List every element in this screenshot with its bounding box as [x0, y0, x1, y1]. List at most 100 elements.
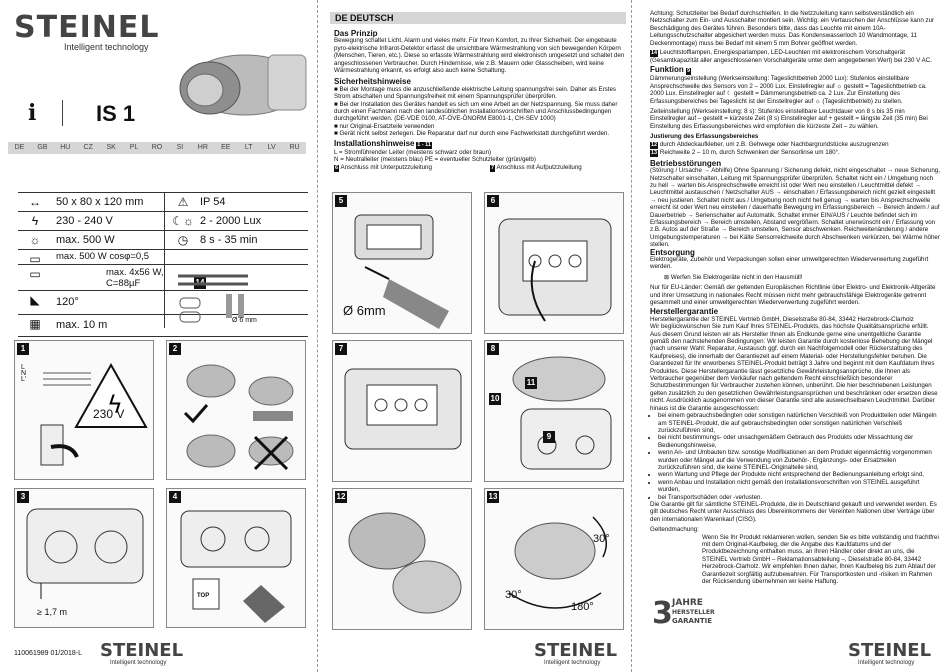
troubleshooting-text: (Störung / Ursache → Abhilfe) Ohne Spann…	[650, 167, 940, 249]
lamp-icon: ☼	[29, 233, 41, 247]
load-icon: ▭	[29, 252, 41, 266]
list-item: wenn An- und Umbauten bzw. sonstige Modi…	[658, 449, 940, 471]
spec-row: ◣ 120°	[18, 291, 308, 315]
warranty-address: Herstellergarantie der STEINEL Vertrieb …	[650, 315, 914, 323]
section-heading: Betriebsstörungen	[650, 158, 722, 168]
lang-gb[interactable]: GB	[37, 144, 48, 151]
angle-icon: ◣	[30, 293, 40, 307]
step-number: 1	[17, 343, 29, 355]
angle-label: 30°	[593, 533, 610, 545]
list-item: wenn Wartung und Pflege der Produkte nic…	[658, 471, 940, 478]
twilight-icon: ☾☼	[172, 214, 194, 228]
step-panel: 13 30° 30° 180°	[484, 488, 624, 630]
spec-value: 2 - 2000 Lux	[200, 215, 262, 227]
footer-logo: STEINEL	[848, 640, 932, 661]
mounting-hardware-image	[178, 274, 248, 323]
spec-value: max. 4x56 W, C=88µF	[106, 267, 164, 289]
surface-wiring-diagram	[344, 368, 462, 450]
lang-hu[interactable]: HU	[60, 144, 71, 151]
footer-logo: STEINEL	[100, 640, 184, 661]
section-heading: Das Prinzip	[334, 29, 378, 38]
spec-row: ↔50 x 80 x 120 mm ⚠IP 54	[18, 193, 308, 212]
lang-ro[interactable]: RO	[151, 144, 163, 151]
cover-column: STEINEL Intelligent technology i IS 1 DE…	[0, 0, 316, 672]
timer-icon: ◷	[177, 233, 189, 247]
wire-label: L'	[21, 376, 27, 383]
safety-item: ■ Bei der Montage muss die anzuschließen…	[334, 85, 616, 101]
connection-options: 6 Anschluss mit Unterputzzuleitung 7 Ans…	[334, 163, 582, 172]
step-number: 12	[335, 491, 347, 503]
spec-row: ☼max. 500 W ◷8 s - 35 min	[18, 231, 308, 250]
eu-text: Nur für EU-Länder: Gemäß der geltenden E…	[650, 284, 936, 306]
mounting-position-diagram	[183, 364, 294, 471]
drill-size-label: Ø 6mm	[343, 303, 386, 318]
lang-sk[interactable]: SK	[106, 144, 116, 151]
principle-section: Das Prinzip Bewegung schaltet Licht, Ala…	[334, 29, 626, 172]
step-panel: 12	[332, 488, 472, 630]
step-number: 3	[17, 491, 29, 503]
footer-tagline: Intelligent technology	[110, 660, 167, 666]
list-item: bei einem gebrauchsbedingten oder sonsti…	[658, 412, 940, 434]
crossed-bin-icon: ⊠	[664, 273, 671, 281]
cover-sticker-diagram	[348, 512, 462, 614]
brand-tagline: Intelligent technology	[64, 42, 149, 52]
step-panel: 2	[166, 340, 306, 480]
model-name: IS 1	[96, 101, 136, 126]
angle-label: 30°	[505, 589, 522, 601]
lang-hr[interactable]: HR	[197, 144, 208, 151]
lang-ee[interactable]: EE	[221, 144, 231, 151]
swivel-diagram	[508, 516, 608, 609]
screw-diagram	[180, 510, 292, 623]
spec-row: ϟ 230 - 240 V ☾☼ 2 - 2000 Lux	[18, 212, 308, 231]
list-item: wenn Anbau und Installation nicht gemäß …	[658, 479, 940, 494]
list-item: bei nicht bestimmungs- oder unsachgemäße…	[658, 434, 940, 449]
voltage-icon: ϟ	[31, 214, 39, 228]
section-heading: Sicherheitshinweise	[334, 77, 411, 87]
spec-divider	[164, 192, 165, 328]
step-number: 4	[169, 491, 181, 503]
section-heading: Justierung des Erfassungsbereiches	[650, 133, 759, 141]
height-diagram	[26, 508, 144, 599]
section-heading: Herstellergarantie	[650, 307, 719, 317]
fold-line	[631, 0, 632, 672]
warranty-text: Wir beglückwünschen Sie zum Kauf Ihres S…	[650, 323, 938, 412]
twilight-setting-text: Dämmerungseinstellung (Werkseinstellung:…	[650, 75, 927, 105]
achtung-text: Achtung: Schutzleiter bei Bedarf durchsc…	[650, 10, 935, 47]
fluorescent-icon: ▭	[29, 267, 41, 281]
step-number: 10	[489, 393, 501, 405]
step-number: 8	[487, 343, 499, 355]
spec-value: 120°	[56, 296, 79, 308]
brand-logo: STEINEL	[14, 10, 160, 45]
lang-lv[interactable]: LV	[267, 144, 276, 151]
step-panel: 4 TOP	[166, 488, 306, 628]
step-number: 5	[335, 195, 347, 207]
step-number: 9	[543, 431, 555, 443]
safety-item: ■ nur Original-Ersatzteile verwenden	[334, 122, 435, 130]
adjust-item: 12 durch Abdeckaufkleber, um z.B. Gehweg…	[650, 140, 889, 149]
step-number: 6	[487, 195, 499, 207]
voltage-label: 230 V	[93, 407, 125, 421]
lang-cz[interactable]: CZ	[83, 144, 93, 151]
wiring-diagram	[498, 218, 612, 322]
lang-de[interactable]: DE	[14, 144, 25, 151]
spec-value: 230 - 240 V	[56, 215, 113, 227]
lang-pl[interactable]: PL	[129, 144, 139, 151]
exclusion-list: bei einem gebrauchsbedingten oder sonsti…	[650, 412, 940, 501]
sensor-settings-diagram	[512, 356, 612, 470]
step-panel: 7	[332, 340, 472, 482]
dowel-label: Ø 6 mm	[232, 317, 257, 324]
step-number: 2	[169, 343, 181, 355]
footer-tagline: Intelligent technology	[858, 660, 915, 666]
lang-lt[interactable]: LT	[244, 144, 253, 151]
lang-ru[interactable]: RU	[289, 144, 300, 151]
svg-text:ϟ: ϟ	[107, 391, 123, 419]
lang-si[interactable]: SI	[176, 144, 184, 151]
step-panel: 6	[484, 192, 624, 334]
spec-value: 8 s - 35 min	[200, 234, 258, 246]
safety-item: ■ Gerät nicht selbst zerlegen. Die Repar…	[334, 130, 610, 138]
step-number: 13	[487, 491, 499, 503]
principle-text: Bewegung schaltet Licht, Alarm und viele…	[334, 37, 625, 75]
document-code: 110061989 01/2018-L	[14, 650, 82, 657]
top-label: TOP	[197, 593, 210, 599]
footer-logo: STEINEL	[534, 640, 618, 661]
